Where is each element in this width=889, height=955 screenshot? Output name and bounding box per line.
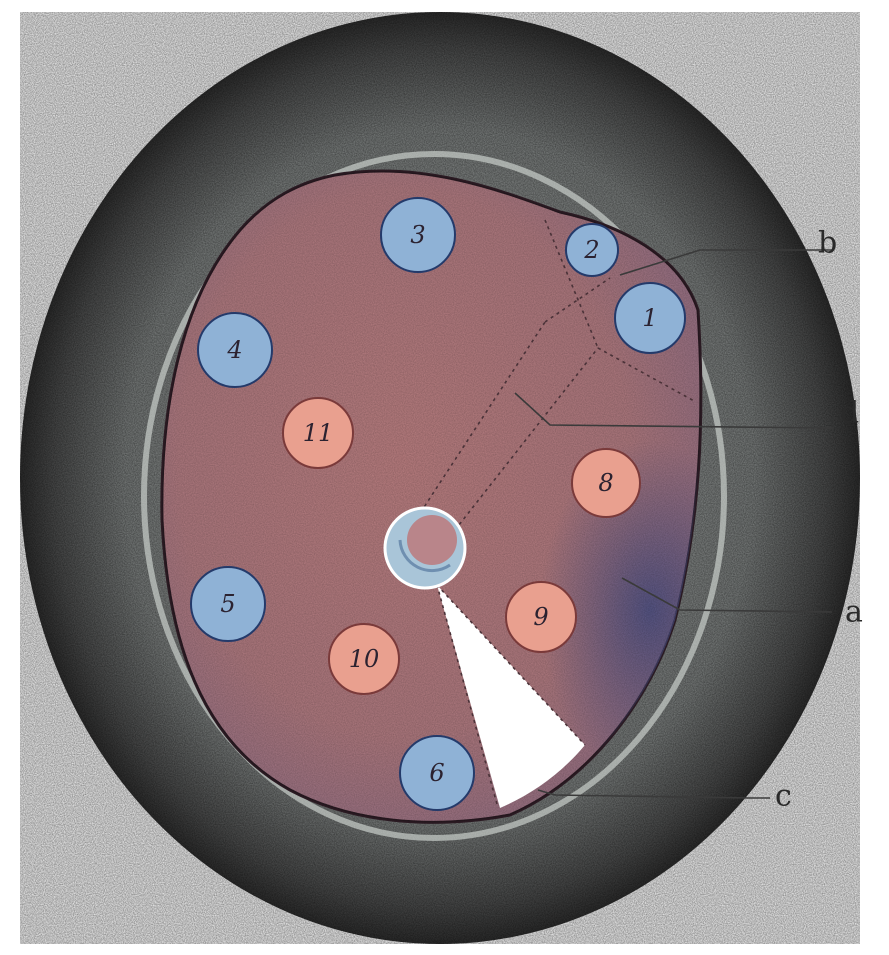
spot-2: 2	[566, 224, 618, 276]
spot-label: 2	[583, 236, 599, 264]
spot-label: 8	[598, 469, 613, 497]
callout-b: b	[818, 226, 837, 261]
callout-d: d	[840, 396, 859, 431]
spot-9: 9	[506, 582, 576, 652]
callout-a: a	[845, 595, 863, 630]
spot-11: 11	[283, 398, 353, 468]
spot-5: 5	[191, 567, 265, 641]
spot-1: 1	[615, 283, 685, 353]
spot-10: 10	[329, 624, 399, 694]
spot-label: 10	[349, 645, 380, 673]
spot-6: 6	[400, 736, 474, 810]
spot-4: 4	[198, 313, 272, 387]
spot-label: 1	[642, 304, 657, 332]
optic-disc	[385, 508, 465, 588]
spot-8: 8	[572, 449, 640, 517]
spot-label: 3	[410, 221, 425, 249]
spot-label: 6	[429, 759, 444, 787]
spot-label: 4	[226, 336, 242, 364]
callout-c: c	[775, 779, 792, 814]
spot-label: 11	[303, 419, 334, 447]
spot-label: 5	[220, 590, 235, 618]
spot-label: 9	[533, 603, 548, 631]
spot-3: 3	[381, 198, 455, 272]
